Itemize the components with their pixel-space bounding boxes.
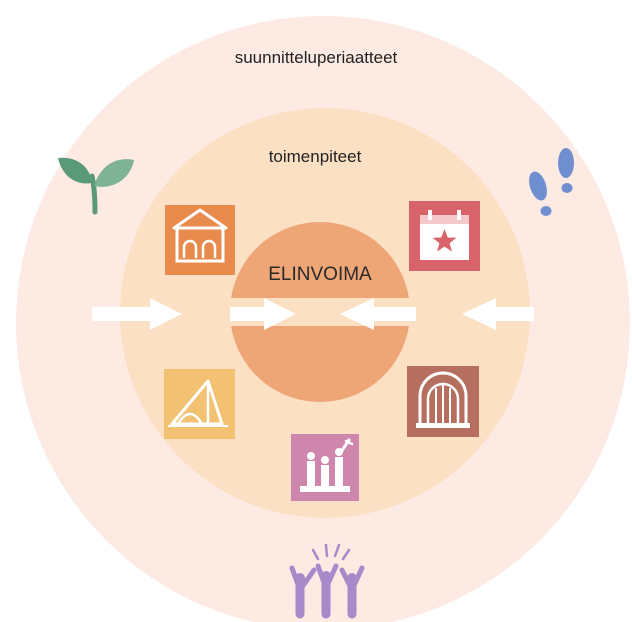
- building-icon: [165, 205, 235, 275]
- outer-ring-label: suunnitteluperiaatteet: [234, 48, 398, 67]
- calendar-star-icon: [409, 201, 480, 271]
- sprout-icon: [58, 157, 134, 215]
- inner-ring-label: toimenpiteet: [268, 147, 362, 166]
- tent-icon: [164, 369, 235, 439]
- amphitheater-icon: [407, 366, 479, 437]
- people-cheering-icon: [289, 543, 365, 619]
- footprints-icon: [529, 148, 574, 216]
- arrow-outer-left: [92, 298, 182, 330]
- arrow-outer-right: [462, 298, 534, 330]
- core-label: ELINVOIMA: [268, 264, 372, 285]
- statue-icon: [291, 434, 359, 501]
- arrow-inner-left: [230, 298, 296, 330]
- arrow-inner-right: [340, 298, 416, 330]
